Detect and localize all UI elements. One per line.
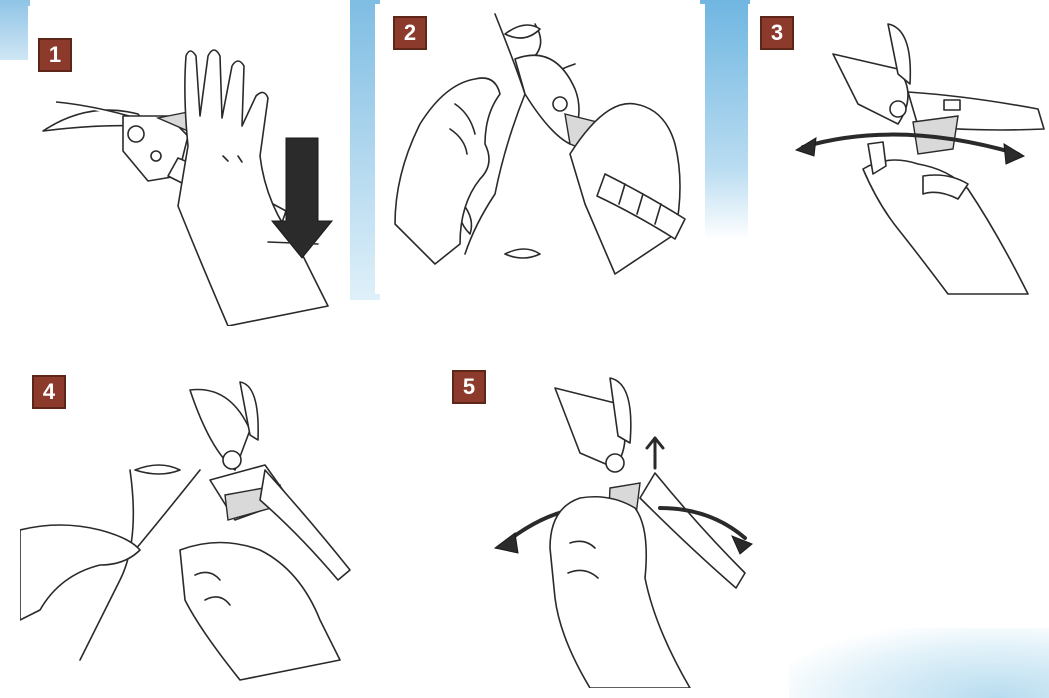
step-badge-4: 4 — [32, 375, 66, 409]
step-panel-2: 2 — [375, 4, 705, 294]
step-panel-4: 4 — [20, 360, 380, 690]
step-number: 5 — [463, 374, 475, 400]
step-number: 2 — [404, 20, 416, 46]
step-badge-3: 3 — [760, 16, 794, 50]
step-badge-1: 1 — [38, 38, 72, 72]
pruner-closing-illustration — [440, 358, 780, 688]
step-panel-3: 3 — [748, 4, 1049, 304]
step-badge-5: 5 — [452, 370, 486, 404]
sky-background-left — [0, 0, 30, 60]
step-number: 3 — [771, 20, 783, 46]
step-panel-5: 5 — [440, 358, 780, 688]
step-panel-1: 1 — [28, 6, 348, 326]
step-badge-2: 2 — [393, 16, 427, 50]
sky-background-right — [700, 0, 750, 240]
step-number: 1 — [49, 42, 61, 68]
cutting-stem-illustration — [20, 360, 380, 690]
sky-background-bottom — [789, 628, 1049, 698]
step-number: 4 — [43, 379, 55, 405]
wrist-strap-pruner-illustration — [28, 6, 348, 326]
